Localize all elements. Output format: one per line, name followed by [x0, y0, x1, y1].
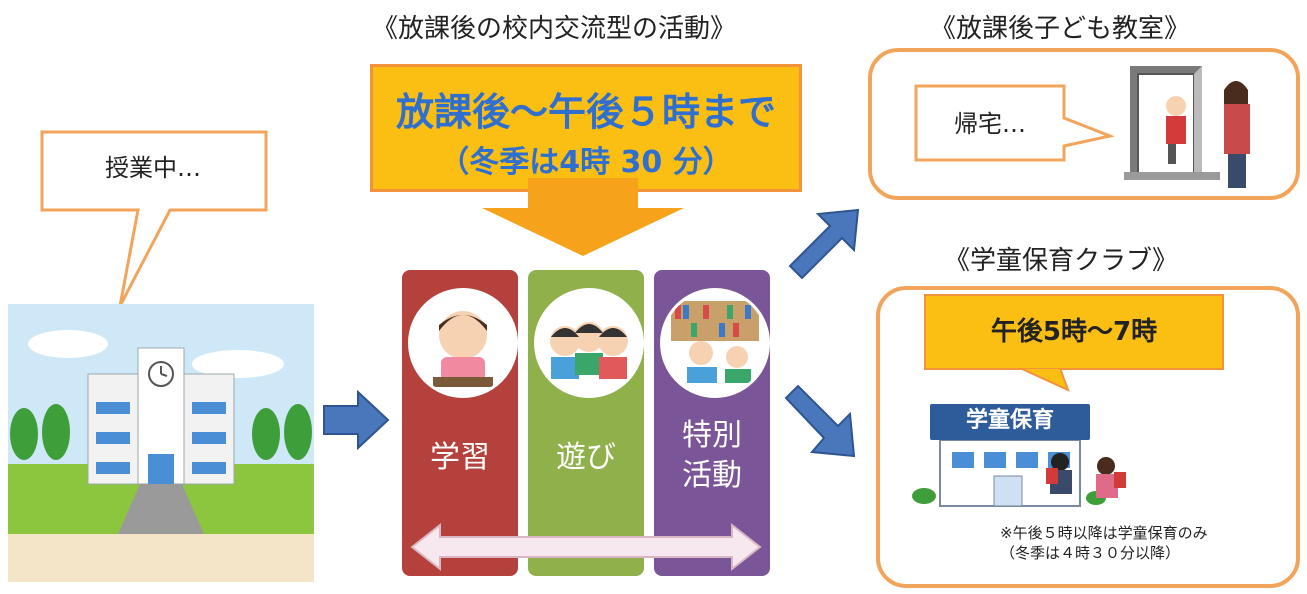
- double-headed-arrow: [410, 522, 762, 572]
- banner-line-2: （冬季は4時 30 分）: [439, 145, 733, 180]
- right-arrow: [323, 390, 390, 450]
- gakudo-time-box: 午後5時～7時: [924, 294, 1224, 370]
- column-play-label: 遊び: [556, 440, 616, 475]
- column-special-label: 特別 活動: [654, 416, 770, 496]
- home-bubble-text: 帰宅…: [954, 110, 1026, 138]
- center-title: 《放課後の校内交流型の活動》: [372, 14, 737, 44]
- reading-icon: [660, 288, 770, 398]
- coming-home-illustration: [1124, 66, 1250, 188]
- down-right-arrow: [784, 384, 856, 458]
- kodomo-kyoshitsu-title: 《放課後子ども教室》: [930, 14, 1191, 44]
- column-special-activities: 特別 活動: [654, 270, 770, 576]
- time-box-pointer: [1020, 368, 1070, 392]
- home-speech-bubble: [914, 84, 1114, 162]
- column-play: 遊び: [528, 270, 644, 576]
- gakudo-note-line-1: ※午後５時以降は学童保育のみ: [1000, 524, 1208, 542]
- gakudo-sign-text: 学童保育: [965, 408, 1054, 433]
- gakudo-title: 《学童保育クラブ》: [944, 246, 1179, 276]
- column-study: 学習: [402, 270, 518, 576]
- gakudo-building-illustration: [912, 404, 1126, 507]
- school-bubble-text: 授業中…: [105, 154, 201, 182]
- school-building-illustration: [8, 304, 314, 582]
- banner-line-1: 放課後～午後５時まで: [395, 90, 776, 134]
- down-arrow: [482, 178, 684, 256]
- after-school-time-banner: 放課後～午後５時まで （冬季は4時 30 分）: [370, 64, 802, 192]
- column-special-label-text: 特別 活動: [682, 418, 742, 493]
- gakudo-note-line-2: （冬季は４時３０分以降）: [1000, 544, 1181, 562]
- school-speech-bubble: [40, 130, 268, 307]
- study-icon: [408, 288, 518, 398]
- column-study-label: 学習: [430, 440, 490, 475]
- up-right-arrow: [788, 208, 860, 280]
- play-icon: [534, 288, 644, 398]
